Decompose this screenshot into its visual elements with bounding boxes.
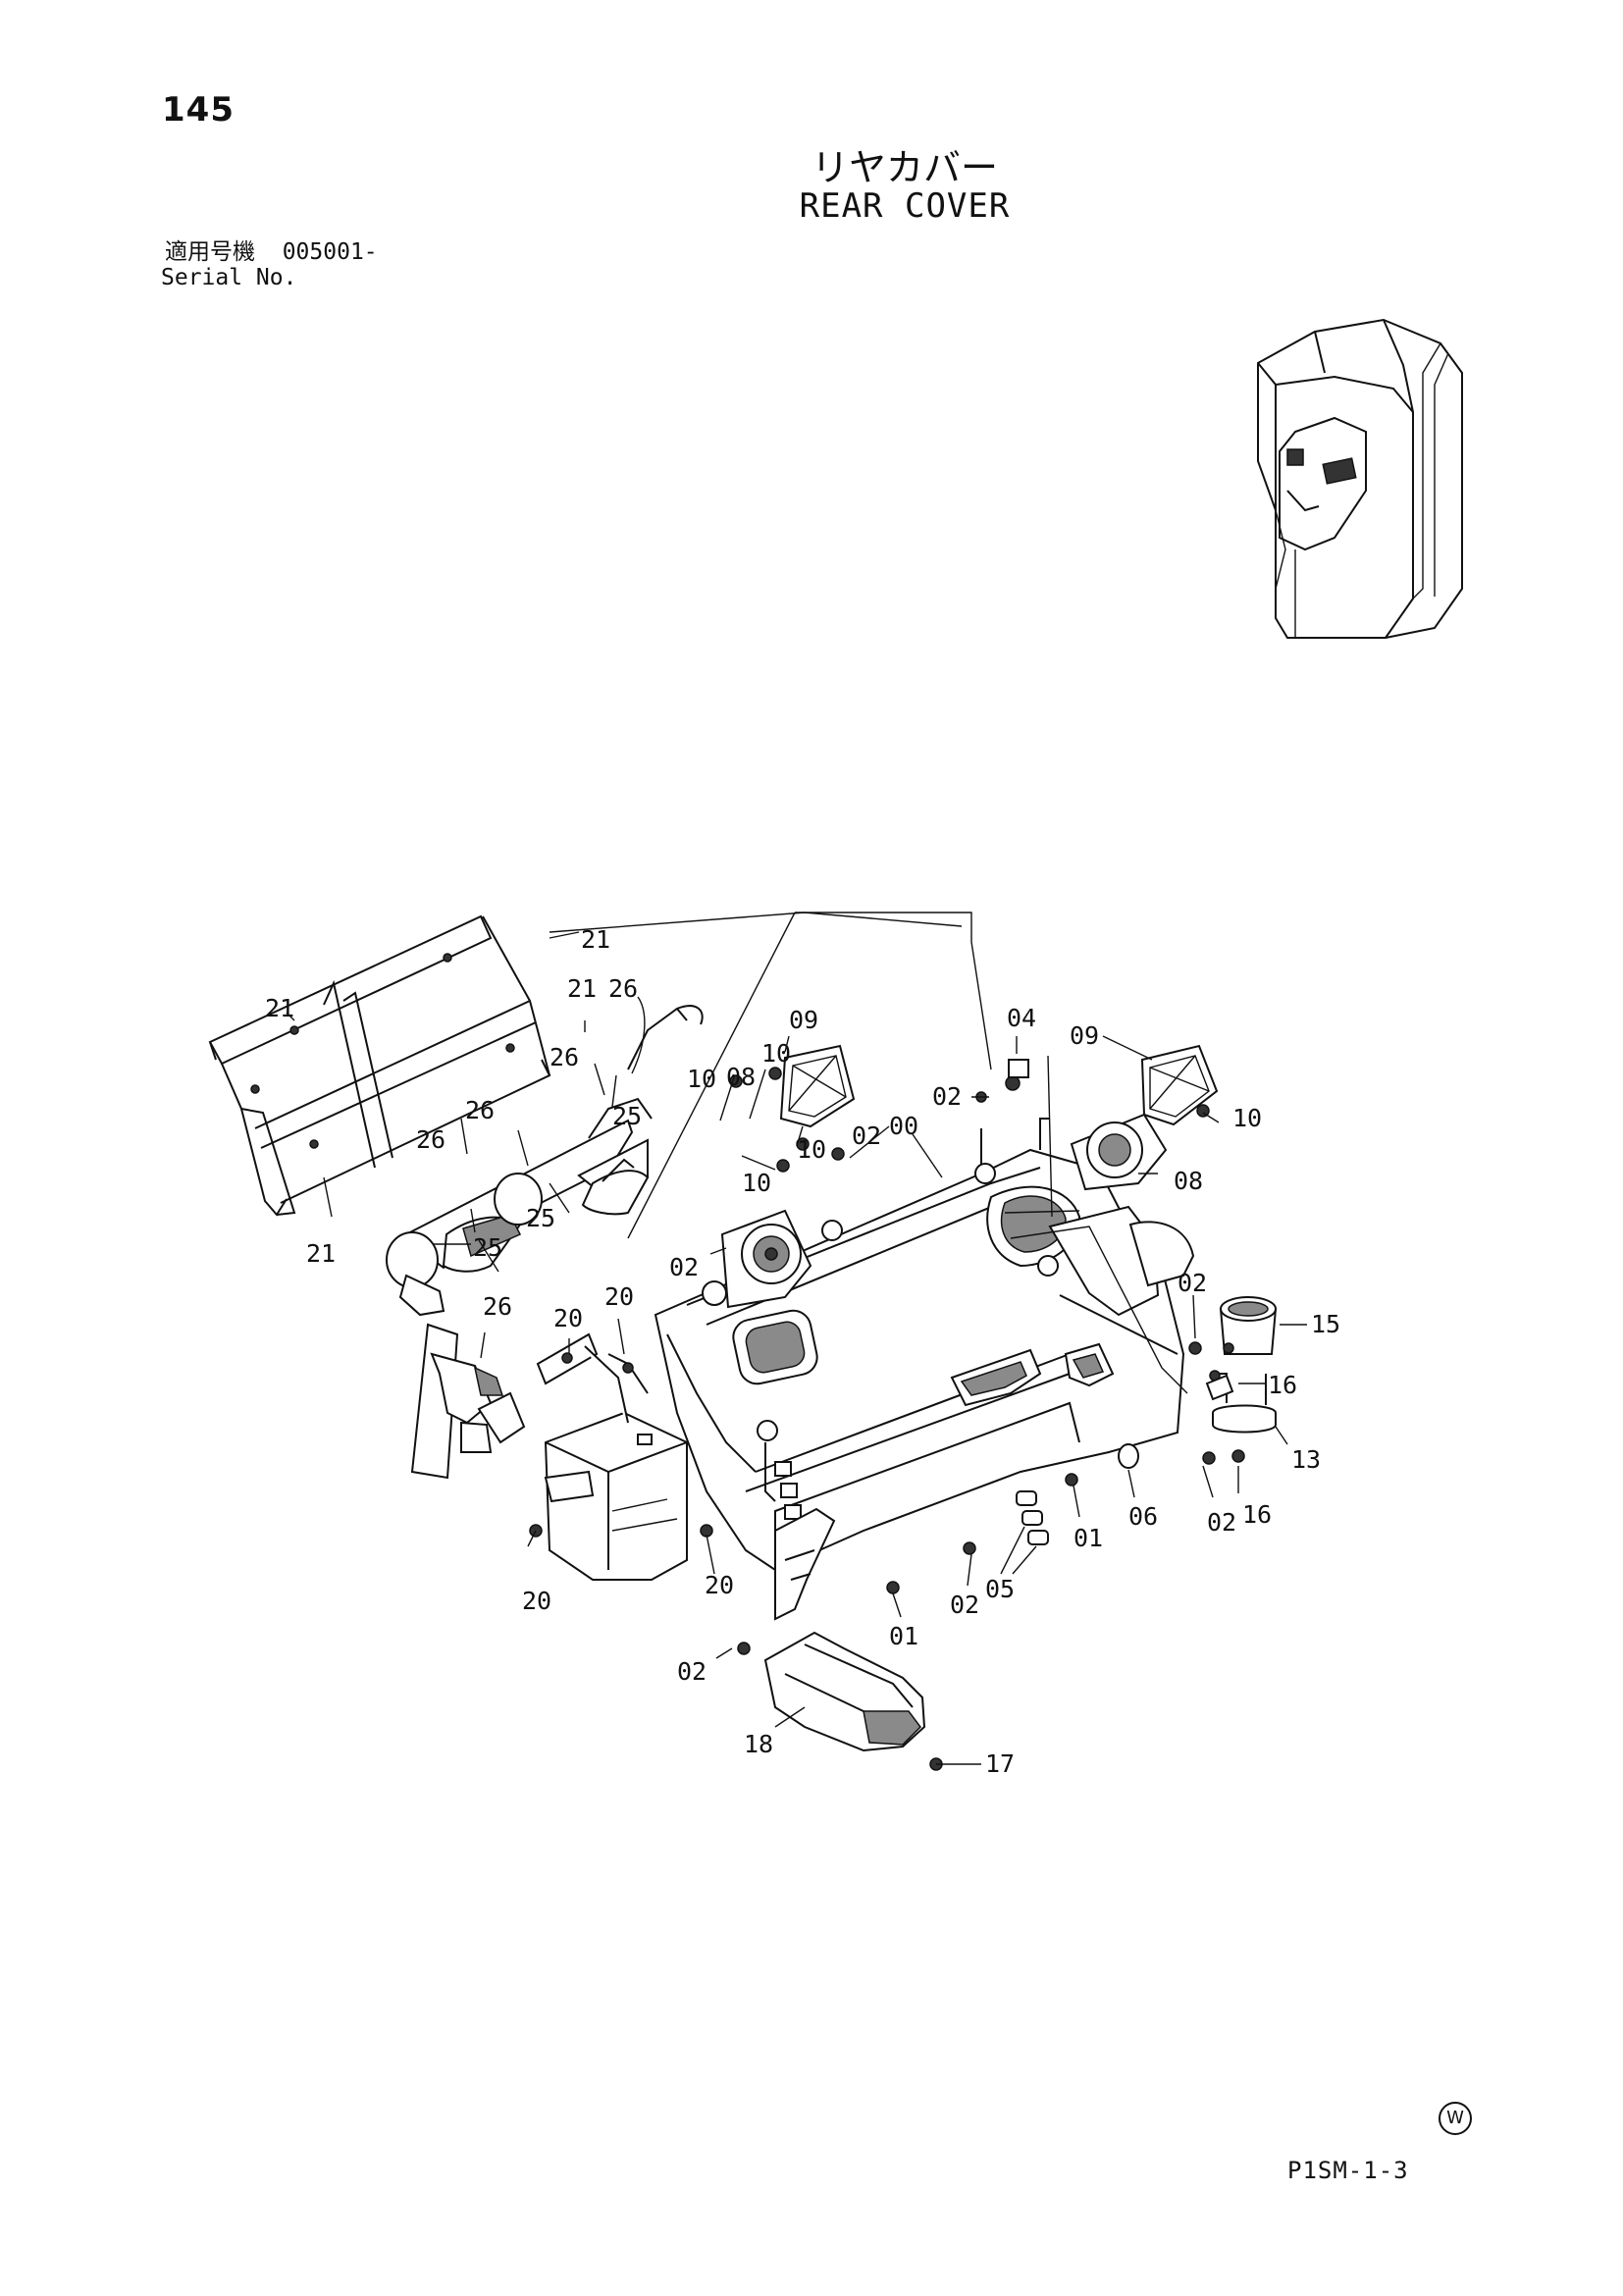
callout: 25 (473, 1233, 502, 1262)
callout: 08 (1174, 1167, 1203, 1195)
callout: 00 (889, 1112, 918, 1140)
callout: 20 (522, 1587, 551, 1615)
rear-cover-panel (654, 1118, 1195, 1621)
callout: 06 (1128, 1502, 1158, 1531)
callout: 01 (889, 1622, 918, 1650)
callout: 21 (581, 925, 610, 954)
left-speaker-group (720, 1044, 856, 1309)
callout: 02 (852, 1122, 881, 1150)
serial-label-japanese: 適用号機 (165, 239, 255, 265)
callout: 02 (932, 1082, 962, 1111)
air-duct-parts (386, 1005, 704, 1480)
callout: 16 (1242, 1500, 1272, 1529)
callout: 26 (465, 1096, 495, 1124)
callout: 26 (416, 1125, 445, 1154)
callout: 10 (742, 1169, 771, 1197)
callout: 26 (550, 1043, 579, 1071)
callout: 21 (265, 994, 294, 1022)
callout: 20 (553, 1304, 583, 1332)
leader-lines (286, 912, 1307, 1765)
callout: 21 (306, 1239, 336, 1268)
page-code: P1SM-1-3 (1287, 2157, 1409, 2184)
serial-label-english: Serial No. (161, 265, 297, 290)
callout: 02 (1178, 1269, 1207, 1297)
callout: 09 (789, 1006, 818, 1034)
callout: 26 (483, 1292, 512, 1321)
callout: 25 (612, 1102, 642, 1130)
serial-number-block: 適用号機 005001- Serial No. (161, 239, 378, 290)
callout: 10 (761, 1039, 791, 1068)
callout: 21 (567, 974, 597, 1003)
callout: 02 (677, 1657, 707, 1686)
callout: 05 (985, 1575, 1015, 1603)
duct-frame-assembly (208, 914, 551, 1217)
callout: 02 (669, 1253, 699, 1281)
callout: 04 (1007, 1004, 1036, 1032)
callout: 10 (1232, 1104, 1262, 1132)
callout: 10 (797, 1135, 826, 1164)
callout-labels: 21 21 21 21 26 26 26 26 26 25 25 25 10 0… (265, 925, 1340, 1778)
callout: 02 (950, 1591, 979, 1619)
callout: 15 (1311, 1310, 1340, 1338)
callout: 25 (526, 1204, 555, 1232)
page-number: 145 (162, 90, 235, 130)
callout: 20 (705, 1571, 734, 1599)
right-speaker-group (975, 1044, 1219, 1191)
serial-value: 005001- (282, 239, 378, 265)
callout: 17 (985, 1749, 1015, 1778)
callout: 08 (726, 1063, 756, 1091)
callout: 13 (1291, 1445, 1321, 1474)
callout: 01 (1073, 1524, 1103, 1552)
callout: 09 (1070, 1021, 1099, 1050)
manufacturer-mark: W (1439, 2102, 1472, 2135)
callout: 18 (744, 1730, 773, 1758)
cab-overview-inset (1257, 318, 1463, 639)
battery-box (529, 1332, 713, 1581)
page-title-japanese: リヤカバー (811, 146, 998, 189)
cup-holder-group (1118, 1296, 1278, 1469)
step-cover (763, 1631, 926, 1752)
callout: 26 (608, 974, 638, 1003)
callout: 16 (1268, 1371, 1297, 1399)
callout: 20 (604, 1282, 634, 1311)
page-title-english: REAR COVER (799, 186, 1011, 226)
callout: 02 (1207, 1508, 1236, 1537)
callout: 10 (687, 1065, 716, 1093)
